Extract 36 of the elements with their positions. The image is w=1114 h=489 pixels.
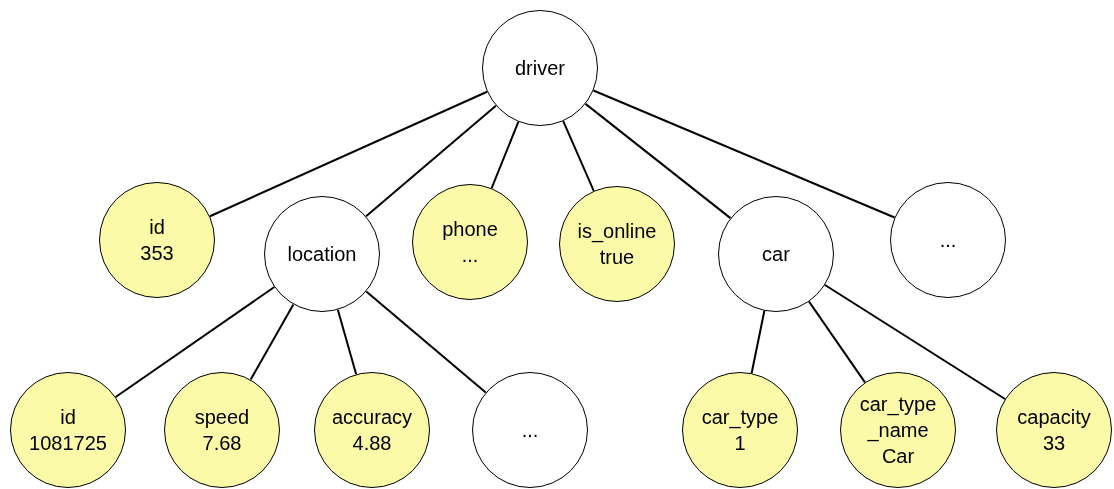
key-label: car_type _name: [858, 392, 938, 443]
key-label: ...: [939, 228, 957, 253]
value-label: 4.88: [352, 431, 392, 456]
key-label: is_online: [577, 219, 657, 244]
key-label: speed: [194, 405, 250, 430]
connector-line: [824, 284, 1006, 400]
key-label: capacity: [1017, 405, 1091, 430]
key-label: location: [287, 242, 357, 267]
key-label: driver: [515, 56, 565, 81]
connector-line: [592, 89, 896, 219]
key-label: car: [762, 242, 790, 267]
key-label: phone: [442, 217, 498, 242]
key-label: id: [60, 405, 76, 430]
connector-line: [808, 300, 866, 384]
connector-line: [365, 290, 487, 394]
connector-line: [490, 120, 520, 190]
connector-line: [336, 308, 358, 376]
value-label: 1: [734, 431, 746, 456]
value-label: 7.68: [202, 431, 242, 456]
key-label: car_type: [701, 405, 779, 430]
value-label: 33: [1042, 431, 1066, 456]
key-label: accuracy: [332, 405, 412, 430]
value-label: 1081725: [29, 431, 107, 456]
key-label: ...: [521, 418, 539, 443]
connector-line: [750, 309, 766, 375]
connector-line: [249, 303, 295, 381]
connector-line: [584, 102, 732, 220]
connector-line: [365, 104, 497, 218]
value-label: Car: [881, 444, 915, 469]
value-label: true: [599, 245, 635, 270]
value-label: 353: [140, 241, 174, 266]
connector-line: [208, 90, 489, 218]
key-label: id: [149, 215, 165, 240]
connector-line: [562, 120, 595, 192]
connector-line: [114, 286, 276, 398]
value-label: ...: [461, 243, 479, 268]
